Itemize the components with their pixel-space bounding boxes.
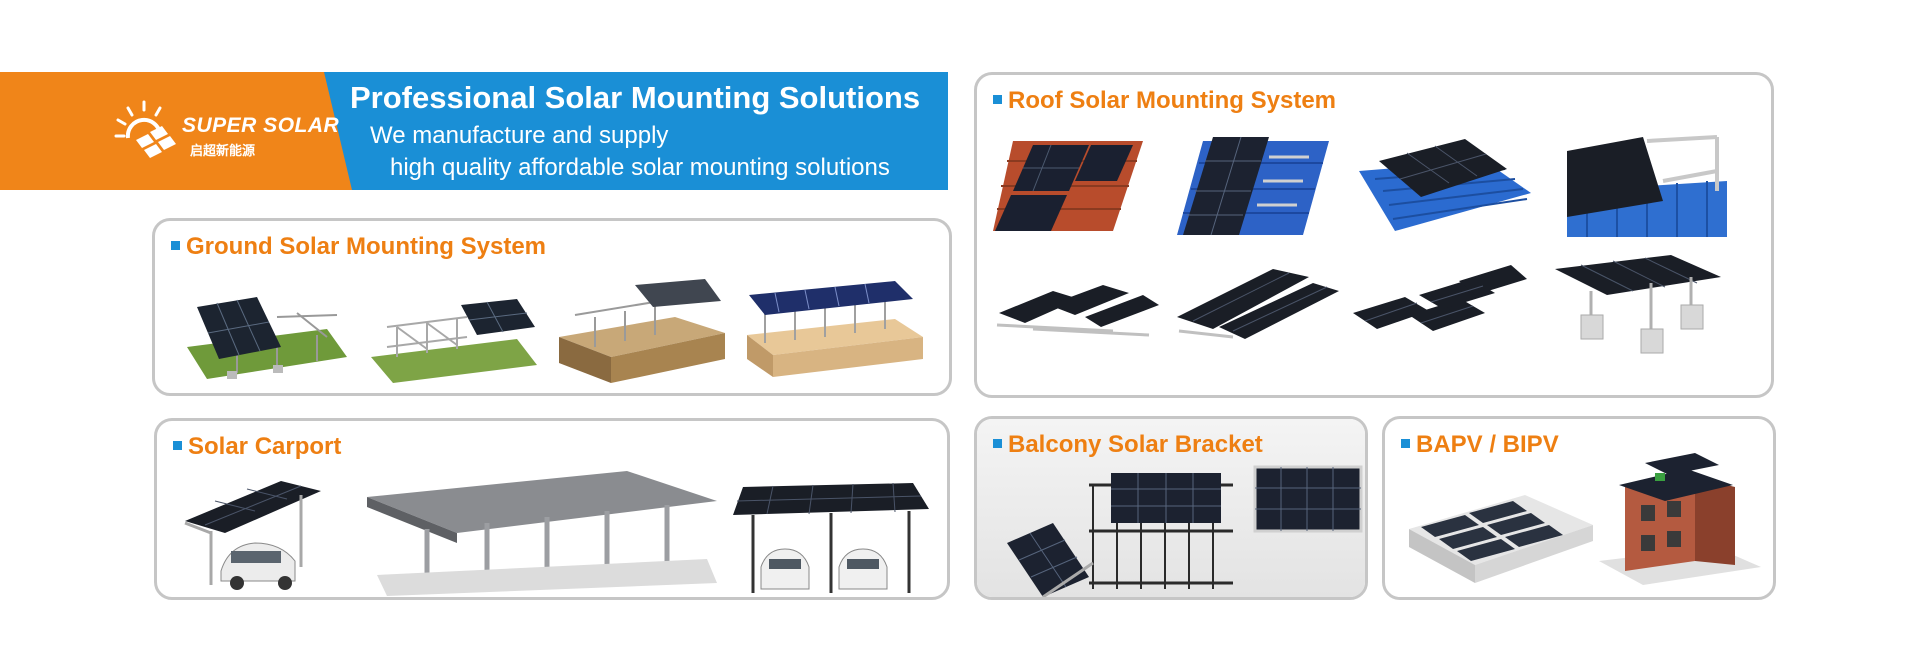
ground-mount-grass-1-image[interactable] — [177, 287, 352, 387]
flat-roof-ballast-1-image[interactable] — [993, 265, 1163, 345]
carport-single-image[interactable] — [181, 481, 331, 596]
sun-panel-logo-icon — [114, 100, 176, 158]
solar-carport-panel[interactable]: Solar Carport — [154, 418, 950, 600]
balcony-railing-image[interactable] — [993, 473, 1253, 597]
bapv-bipv-title[interactable]: BAPV / BIPV — [1401, 431, 1559, 459]
tile-roof-red-image[interactable] — [993, 131, 1153, 241]
balcony-bracket-panel[interactable]: Balcony Solar Bracket — [974, 416, 1368, 600]
metal-roof-frame-image[interactable] — [1567, 131, 1727, 241]
ground-mount-soil-image[interactable] — [555, 277, 730, 387]
flat-roof-ballast-3-image[interactable] — [1349, 261, 1529, 351]
balcony-panel-image[interactable] — [1253, 465, 1363, 535]
ground-mount-wide-image[interactable] — [745, 277, 925, 387]
ground-mounting-panel[interactable]: Ground Solar Mounting System — [152, 218, 952, 396]
carport-long-image[interactable] — [367, 471, 717, 596]
brand-block — [0, 72, 360, 190]
bullet-square-icon — [1401, 439, 1410, 449]
banner-blue-block — [324, 72, 948, 190]
bullet-square-icon — [171, 241, 180, 251]
balcony-bracket-title[interactable]: Balcony Solar Bracket — [993, 431, 1263, 459]
banner-title: Professional Solar Mounting Solutions — [350, 80, 921, 115]
bipv-building-image[interactable] — [1595, 447, 1765, 587]
carport-double-image[interactable] — [733, 477, 933, 597]
bullet-square-icon — [173, 441, 182, 451]
bullet-square-icon — [993, 439, 1002, 449]
brand-name-cn: 启超新能源 — [190, 143, 256, 158]
solar-carport-title[interactable]: Solar Carport — [173, 433, 341, 461]
brand-name: SUPER SOLAR — [182, 114, 340, 137]
metal-roof-tilted-image[interactable] — [1355, 131, 1535, 241]
roof-mounting-title[interactable]: Roof Solar Mounting System — [993, 87, 1336, 115]
tile-roof-blue-image[interactable] — [1173, 131, 1333, 241]
bapv-factory-roof-image[interactable] — [1405, 475, 1595, 585]
banner-subtitle-line2: high quality affordable solar mounting s… — [390, 154, 890, 181]
ground-mount-grass-2-image[interactable] — [367, 287, 542, 387]
ground-mounting-title[interactable]: Ground Solar Mounting System — [171, 233, 546, 261]
banner-subtitle-line1: We manufacture and supply — [370, 122, 669, 149]
flat-roof-ballast-2-image[interactable] — [1173, 257, 1343, 347]
bapv-bipv-panel[interactable]: BAPV / BIPV — [1382, 416, 1776, 600]
roof-mounting-panel[interactable]: Roof Solar Mounting System — [974, 72, 1774, 398]
flat-roof-concrete-image[interactable] — [1551, 255, 1727, 355]
super-solar-logo[interactable]: SUPER SOLAR 启超新能源 — [108, 96, 339, 166]
bullet-square-icon — [993, 95, 1002, 105]
